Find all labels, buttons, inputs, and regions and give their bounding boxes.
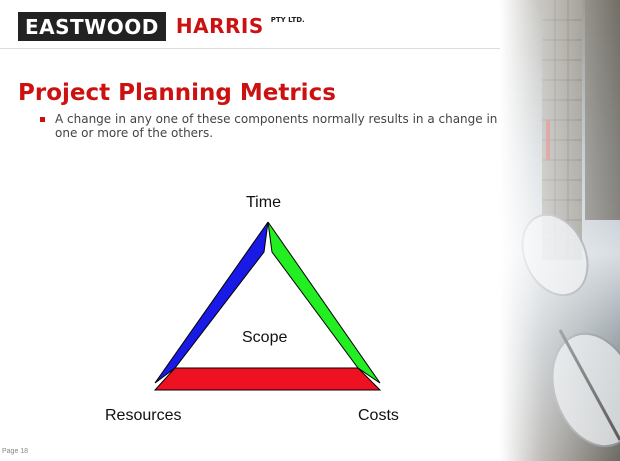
logo-pty-ltd: PTY LTD. bbox=[270, 16, 305, 24]
triangle-side-resources-time bbox=[154, 221, 269, 384]
header-divider bbox=[0, 48, 515, 49]
label-costs: Costs bbox=[358, 407, 399, 424]
triangle-side-time-costs bbox=[267, 221, 381, 384]
logo-eastwood: EASTWOOD bbox=[18, 11, 166, 41]
page-number: Page 18 bbox=[2, 448, 29, 455]
slide-title: Project Planning Metrics bbox=[18, 80, 336, 106]
building-photo-strip bbox=[500, 0, 620, 461]
company-logo: EASTWOOD HARRIS PTY LTD. bbox=[18, 11, 305, 41]
label-time: Time bbox=[246, 194, 281, 211]
label-resources: Resources bbox=[105, 407, 182, 424]
label-scope: Scope bbox=[242, 329, 288, 346]
bullet-item: A change in any one of these components … bbox=[40, 112, 520, 140]
bullet-text: A change in any one of these components … bbox=[55, 112, 498, 140]
bullet-square-icon bbox=[40, 117, 45, 122]
logo-harris: HARRIS bbox=[175, 14, 264, 38]
triangle-side-resources-costs bbox=[153, 367, 382, 391]
